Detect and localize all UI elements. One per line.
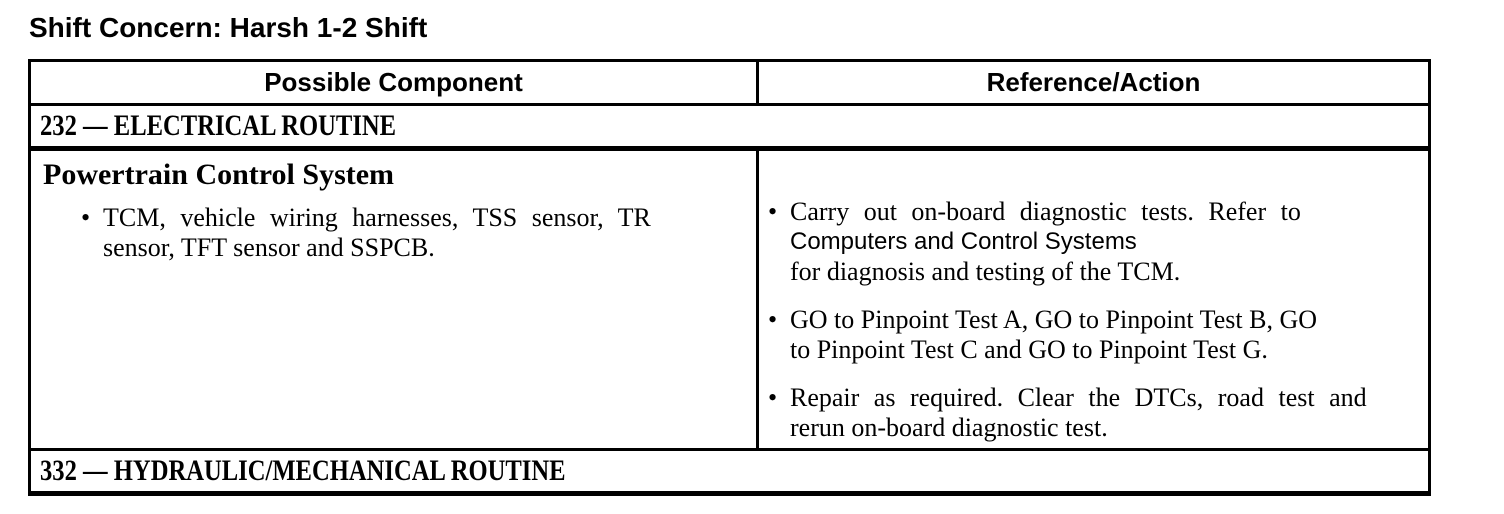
bullet-line: for diagnosis and testing of the TCM. [790, 257, 1181, 286]
list-item: • TCM, vehicle wiring harnesses, TSS sen… [31, 203, 756, 263]
header-cell-possible-component: Possible Component [31, 62, 759, 103]
table-content-row: Powertrain Control System • TCM, vehicle… [31, 151, 1428, 451]
diagnostic-table: Possible Component Reference/Action 232 … [28, 59, 1431, 496]
section-row-electrical-label: 232 — ELECTRICAL ROUTINE [40, 109, 397, 142]
bullet-line: to Pinpoint Test C and GO to Pinpoint Te… [790, 335, 1268, 364]
bullet-line: rerun on-board diagnostic test. [790, 413, 1108, 442]
bullet-line: TCM, vehicle wiring harnesses, TSS senso… [103, 203, 651, 232]
bullet-icon: • [81, 203, 91, 232]
component-heading: Powertrain Control System [43, 158, 395, 191]
bullet-icon: • [768, 383, 778, 412]
bullet-icon: • [768, 305, 778, 334]
table-header-row: Possible Component Reference/Action [31, 62, 1428, 106]
list-item: • Carry out on-board diagnostic tests. R… [759, 197, 1428, 287]
component-bullet-list: • TCM, vehicle wiring harnesses, TSS sen… [31, 203, 756, 263]
section-row-hydraulic-label: 332 — HYDRAULIC/MECHANICAL ROUTINE [40, 454, 566, 487]
possible-component-cell: Powertrain Control System • TCM, vehicle… [31, 151, 759, 448]
bullet-line: Repair as required. Clear the DTCs, road… [790, 383, 1367, 412]
reference-action-cell: • Carry out on-board diagnostic tests. R… [759, 151, 1428, 448]
bullet-line: GO to Pinpoint Test A, GO to Pinpoint Te… [790, 305, 1318, 334]
list-item: • Repair as required. Clear the DTCs, ro… [759, 383, 1428, 443]
bullet-line: Carry out on-board diagnostic tests. Ref… [790, 197, 1301, 226]
section-row-electrical-routine: 232 — ELECTRICAL ROUTINE [31, 106, 1428, 151]
header-cell-reference-action: Reference/Action [986, 67, 1201, 97]
bullet-icon: • [768, 197, 778, 226]
page-title: Shift Concern: Harsh 1-2 Shift [29, 12, 428, 43]
bullet-line: sensor, TFT sensor and SSPCB. [103, 233, 435, 262]
reference-link: Computers and Control Systems [790, 228, 1137, 255]
section-row-hydraulic-routine: 332 — HYDRAULIC/MECHANICAL ROUTINE [31, 451, 1428, 491]
list-item: • GO to Pinpoint Test A, GO to Pinpoint … [759, 305, 1428, 365]
